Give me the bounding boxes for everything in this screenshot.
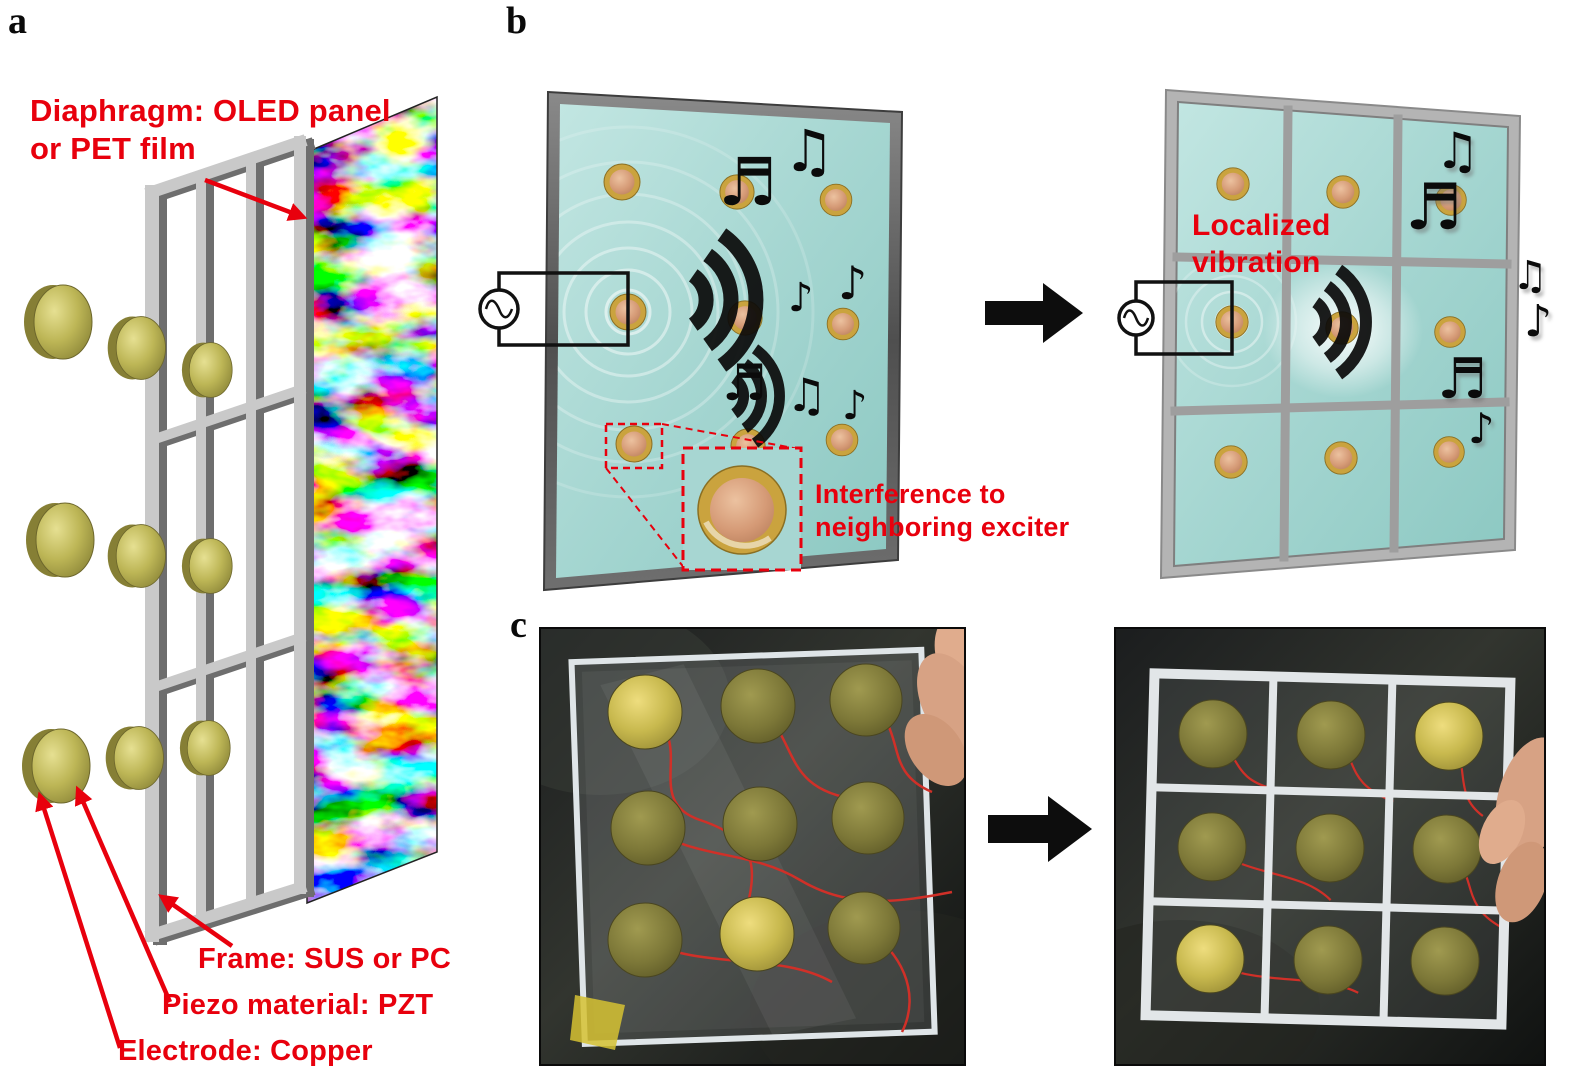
board-grid-mullions <box>1170 105 1512 562</box>
framed-film-sample <box>1140 668 1516 1030</box>
music-note-icon: ♫ <box>786 368 828 422</box>
exciter-disc <box>615 425 653 463</box>
music-note-icon: ♫ <box>1435 122 1480 180</box>
piezo-discs-photo-left <box>607 663 905 978</box>
music-note-icon: ♪ <box>1468 404 1495 453</box>
signal-source-left <box>478 271 630 347</box>
frame-grid <box>144 134 316 946</box>
music-note-icon: ♫ <box>1512 253 1548 299</box>
piezo-disc <box>1295 813 1365 883</box>
piezo-disc <box>179 720 231 776</box>
piezo-disc <box>607 674 683 750</box>
exciter-disc <box>1214 445 1248 479</box>
panel-a-label: a <box>8 0 27 42</box>
piezo-disc <box>1178 699 1248 769</box>
piezo-disc <box>720 668 796 744</box>
panel-b-label: b <box>506 0 528 42</box>
piezo-disc <box>107 524 166 588</box>
piezo-disc <box>1175 924 1245 994</box>
exciter-disc <box>1433 436 1465 468</box>
annotation-arrows-a <box>35 177 308 1049</box>
music-note-icon: ♫ <box>783 117 835 185</box>
panel-b-left-board <box>478 90 904 592</box>
tape <box>570 995 625 1050</box>
piezo-disc <box>610 790 686 866</box>
treble-clef-icon: ♬ <box>722 354 767 412</box>
piezo-disc <box>23 284 93 360</box>
sine-glyph <box>1122 309 1150 327</box>
piezo-disc <box>105 726 164 790</box>
piezo-disc <box>181 538 233 594</box>
signal-source-right <box>1117 280 1234 356</box>
magnified-exciter-disc <box>710 478 774 542</box>
frame-arrow <box>158 894 234 948</box>
exciter-disc <box>1434 316 1466 348</box>
sine-glyph <box>484 299 514 319</box>
piezo-material-label: Piezo material: PZT <box>162 989 434 1021</box>
exciter-disc <box>1324 441 1358 475</box>
piezo-disc <box>827 891 901 965</box>
piezo-disc <box>1177 812 1247 882</box>
diaphragm-panel <box>306 95 438 905</box>
piezo-disc <box>1414 701 1484 771</box>
transition-arrow-b <box>985 283 1083 343</box>
treble-clef-icon: ♬ <box>1437 347 1488 412</box>
hand <box>904 628 965 787</box>
localized-vibration-label: Localized vibration <box>1192 209 1331 279</box>
music-note-icon: ♪ <box>788 275 814 321</box>
electrode-label: Electrode: Copper <box>118 1035 373 1067</box>
piezo-disc <box>25 502 95 578</box>
exciter-disc <box>1216 167 1250 201</box>
piezo-disc <box>719 896 795 972</box>
photo-right <box>1114 627 1546 1066</box>
piezo-disc <box>831 781 905 855</box>
diaphragm-arrow <box>204 177 308 221</box>
piezo-disc <box>829 663 903 737</box>
panel-a-art <box>21 95 438 1049</box>
panel-b-right-board <box>1117 88 1522 580</box>
piezo-disc <box>1293 925 1363 995</box>
treble-clef-icon: ♬ <box>718 144 778 221</box>
exciter-disc <box>603 163 641 201</box>
music-note-icon: ♪ <box>838 256 868 310</box>
piezo-disc <box>107 316 166 380</box>
dashed-highlight-box <box>604 422 664 470</box>
piezo-disc-array <box>21 284 233 804</box>
electrode-arrow <box>35 791 123 1049</box>
piezo-disc <box>181 342 233 398</box>
diaphragm-label: Diaphragm: OLED panel or PET film <box>30 93 391 166</box>
exciter-disc <box>826 307 860 341</box>
hand <box>1478 737 1545 923</box>
piezo-disc <box>607 902 683 978</box>
piezo-disc <box>1410 926 1480 996</box>
piezo-arrow <box>74 785 173 1003</box>
music-note-icon: ♪ <box>842 383 868 429</box>
exciter-disc <box>1326 175 1360 209</box>
interference-inset <box>604 422 803 572</box>
exciter-disc <box>819 183 853 217</box>
music-note-icon: ♪ <box>1524 296 1553 347</box>
frame-label: Frame: SUS or PC <box>198 943 451 975</box>
panel-c-label: c <box>510 604 527 646</box>
photo-left <box>539 627 966 1066</box>
interference-label: Interference to neighboring exciter <box>815 479 1070 542</box>
piezo-disc <box>1296 700 1366 770</box>
piezo-disc <box>722 786 798 862</box>
piezo-discs-photo-right <box>1175 699 1484 996</box>
treble-clef-icon: ♬ <box>1405 171 1463 245</box>
transition-arrow-c <box>988 796 1092 862</box>
